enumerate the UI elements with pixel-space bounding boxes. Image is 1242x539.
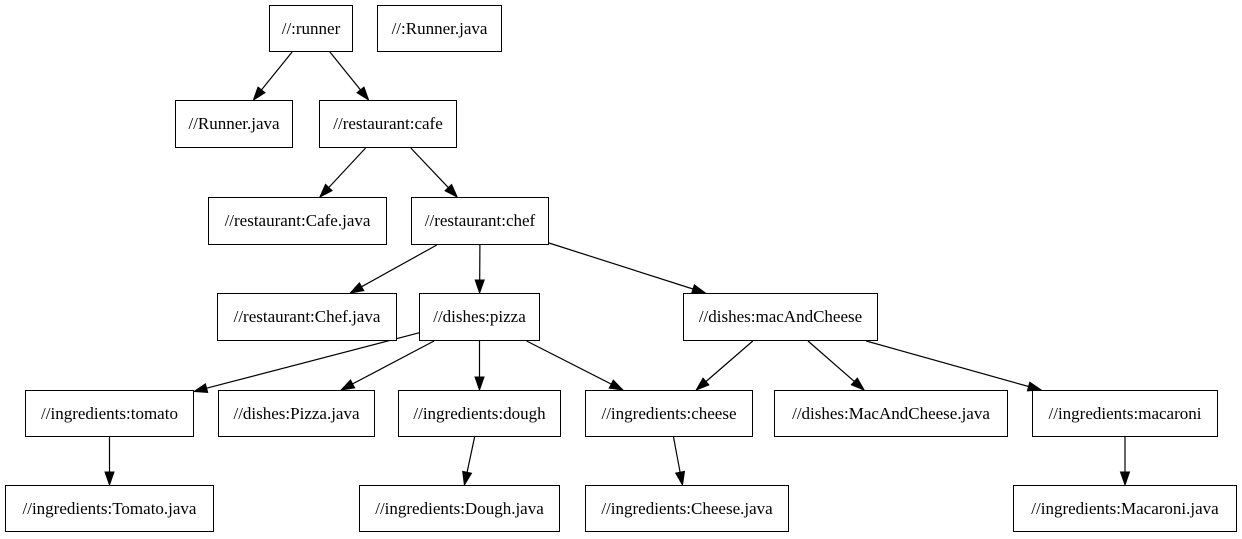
edge-line (410, 147, 449, 189)
edge-pizza-to-pizza-java (339, 340, 435, 391)
edge-macaroni-to-macaroni-java (1119, 437, 1131, 487)
graph-node-dough-java: //ingredients:Dough.java (359, 485, 560, 532)
graph-node-cheese: //ingredients:cheese (585, 390, 753, 437)
arrowhead-icon (462, 470, 473, 487)
graph-node-cafe-java: //restaurant:Cafe.java (208, 197, 387, 245)
edge-tomato-to-tomato-java (104, 437, 115, 487)
arrowhead-icon (608, 379, 625, 391)
edge-chef-to-macandcheese (548, 242, 707, 294)
graph-node-runner-java: //Runner.java (175, 100, 293, 148)
graph-node-tomato: //ingredients:tomato (25, 390, 194, 437)
graph-node-macandcheese-java: //dishes:MacAndCheese.java (774, 390, 1008, 437)
graph-node-dough: //ingredients:dough (398, 390, 561, 437)
arrowhead-icon (674, 470, 686, 487)
arrowhead-icon (339, 379, 356, 391)
edge-runner-to-cafe (329, 51, 370, 102)
edge-line (526, 340, 612, 385)
arrowhead-icon (318, 183, 333, 199)
graph-node-runner: //:runner (269, 5, 353, 52)
arrowhead-icon (444, 183, 459, 199)
graph-node-macandcheese: //dishes:macAndCheese (683, 293, 878, 341)
graph-node-chef-java: //restaurant:Chef.java (217, 293, 397, 341)
edge-cheese-to-cheese-java (672, 436, 686, 487)
arrowhead-icon (348, 281, 365, 294)
edge-line (548, 242, 694, 290)
graph-node-chef: //restaurant:chef (411, 197, 549, 245)
graph-node-cheese-java: //ingredients:Cheese.java (585, 485, 789, 532)
edge-line (328, 147, 367, 188)
edge-macandcheese-to-cheese (695, 340, 754, 391)
edge-cafe-to-chef (410, 147, 459, 199)
arrowhead-icon (104, 471, 115, 487)
edge-line (705, 340, 754, 382)
arrowhead-icon (1119, 471, 1131, 487)
edge-dough-to-dough-java (462, 436, 476, 487)
graph-node-cafe: //restaurant:cafe (319, 100, 457, 148)
arrowhead-icon (850, 377, 866, 392)
arrowhead-icon (192, 382, 209, 394)
edge-pizza-to-tomato (192, 332, 420, 394)
edge-runner-to-runner-java (252, 51, 293, 102)
edge-chef-to-pizza (474, 244, 485, 295)
graph-node-macaroni-java: //ingredients:Macaroni.java (1013, 485, 1237, 532)
edge-line (352, 340, 435, 385)
edge-pizza-to-dough (474, 341, 485, 392)
arrowhead-icon (474, 376, 485, 392)
graph-node-tomato-java: //ingredients:Tomato.java (5, 485, 214, 532)
arrowhead-icon (474, 279, 485, 295)
edge-macandcheese-to-macaroni (866, 340, 1043, 392)
edge-line (807, 340, 855, 382)
edge-line (866, 340, 1029, 388)
edge-cafe-to-cafe-java (318, 147, 367, 199)
edge-line (206, 332, 420, 389)
arrowhead-icon (252, 86, 266, 102)
graph-node-runner-java-root: //:Runner.java (377, 5, 502, 52)
graph-node-pizza: //dishes:pizza (419, 293, 540, 341)
edge-chef-to-chef-java (348, 244, 438, 294)
graph-node-pizza-java: //dishes:Pizza.java (218, 390, 375, 437)
edge-pizza-to-cheese (526, 340, 625, 391)
edge-line (361, 244, 438, 288)
edge-line (466, 436, 476, 473)
edge-line (672, 436, 681, 473)
arrowhead-icon (356, 86, 370, 102)
edge-macandcheese-to-macandcheese-java (807, 340, 866, 392)
edge-line (329, 51, 361, 91)
arrowhead-icon (695, 377, 710, 391)
edge-line (261, 51, 293, 91)
graph-node-macaroni: //ingredients:macaroni (1032, 390, 1218, 437)
